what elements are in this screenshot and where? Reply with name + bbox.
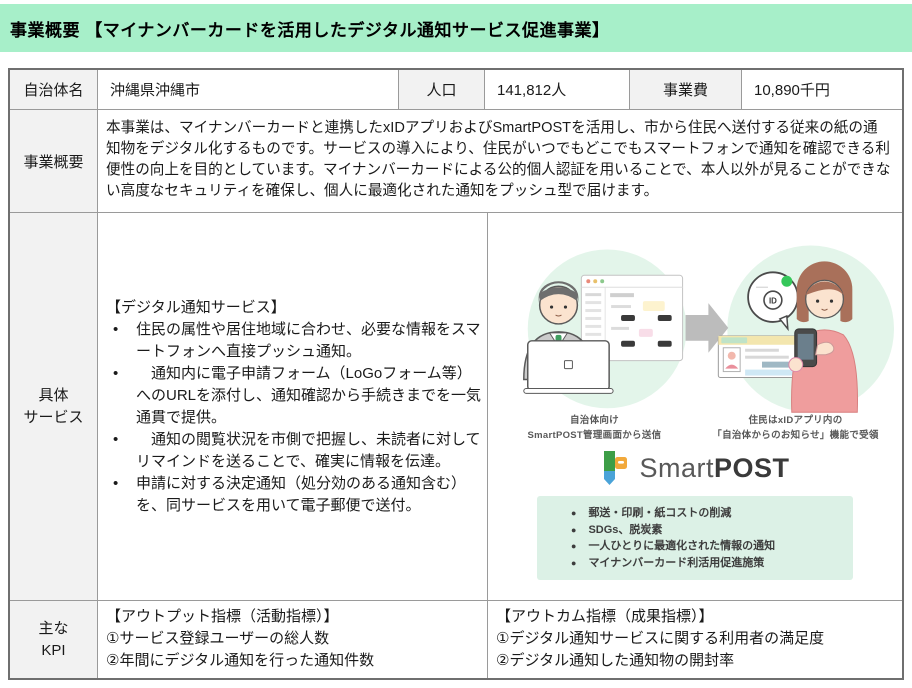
caption-sender: 自治体向け SmartPOST管理画面から送信 [527,415,662,442]
figure-cell: ID [487,213,902,600]
benefit-text: マイナンバーカード利活用促進施策 [588,556,765,569]
list-item: • 通知の閲覧状況を市側で把握し、未読者に対してリマインドを送ることで、確実に情… [106,429,481,473]
kpi-row: 主な KPI 【アウトプット指標（活動指標）】 ①サービス登録ユーザーの総人数 … [10,600,902,678]
budget-value: 10,890千円 [741,70,902,109]
caption-receiver: 住民はxIDアプリ内の 「自治体からのお知らせ」機能で受領 [712,415,879,442]
xid-app-label: ID [769,297,777,306]
bullet-text: 住民の属性や居住地域に合わせ、必要な情報をスマートフォンへ直接プッシュ通知。 [136,320,481,360]
bullet-text: 通知内に電子申請フォーム（LoGoフォーム等）へのURLを添付し、通知確認から手… [136,364,482,426]
smartpost-flag-icon [604,451,628,486]
bullet-icon: • [113,430,119,448]
municipality-value: 沖縄県沖縄市 [97,70,398,109]
services-text-cell: 【デジタル通知サービス】 • 住民の属性や居住地域に合わせ、必要な情報をスマート… [97,213,487,600]
bullet-text: 申請に対する決定通知（処分効のある通知含む）を、同サービスを用いて電子郵便で送付… [136,474,467,514]
resident-graphic [788,261,859,413]
list-item: • 通知内に電子申請フォーム（LoGoフォーム等）へのURLを添付し、通知確認か… [106,363,481,429]
budget-label: 事業費 [629,70,741,109]
figure-captions: 自治体向け SmartPOST管理画面から送信 住民はxIDアプリ内の 「自治体… [494,413,896,443]
population-label: 人口 [398,70,484,109]
admin-screen-graphic [580,274,684,362]
benefit-text: 郵送・印刷・紙コストの削減 [588,507,732,520]
benefits-box: ● 郵送・印刷・紙コストの削減 ● SDGs、脱炭素 ● 一人ひとりに最適化され… [537,496,853,581]
dot-icon: ● [571,557,577,568]
summary-table: 自治体名 沖縄県沖縄市 人口 141,812人 事業費 10,890千円 事業概… [8,68,904,680]
bullet-icon: • [113,364,119,382]
notification-dot-icon [781,275,793,287]
overview-text: 本事業は、マイナンバーカードと連携したxIDアプリおよびSmartPOSTを活用… [97,110,902,212]
kpi-output-cell: 【アウトプット指標（活動指標）】 ①サービス登録ユーザーの総人数 ②年間にデジタ… [97,601,487,678]
info-row: 自治体名 沖縄県沖縄市 人口 141,812人 事業費 10,890千円 [10,70,902,109]
benefit-text: SDGs、脱炭素 [588,523,663,536]
kpi-output-heading: 【アウトプット指標（活動指標）】 [106,608,339,625]
services-label: 具体 サービス [10,213,97,600]
list-item: ● 郵送・印刷・紙コストの削減 [571,505,847,522]
population-value: 141,812人 [484,70,629,109]
kpi-outcome-item: ②デジタル通知した通知物の開封率 [496,652,735,669]
list-item: • 申請に対する決定通知（処分効のある通知含む）を、同サービスを用いて電子郵便で… [106,473,481,517]
mynumber-card-graphic [717,335,809,379]
benefit-text: 一人ひとりに最適化された情報の通知 [588,540,776,553]
kpi-outcome-cell: 【アウトカム指標（成果指標）】 ①デジタル通知サービスに関する利用者の満足度 ②… [487,601,902,678]
list-item: ● マイナンバーカード利活用促進施策 [571,555,847,572]
municipal-staff-graphic [523,281,614,394]
services-row: 具体 サービス 【デジタル通知サービス】 • 住民の属性や居住地域に合わせ、必要… [10,212,902,600]
page-title: 事業概要 【マイナンバーカードを活用したデジタル通知サービス促進事業】 [10,20,610,40]
dot-icon: ● [571,524,577,535]
services-bullet-list: • 住民の属性や居住地域に合わせ、必要な情報をスマートフォンへ直接プッシュ通知。… [106,319,481,517]
list-item: ● SDGs、脱炭素 [571,522,847,539]
smartpost-logo: SmartPOST [494,450,896,486]
list-item: • 住民の属性や居住地域に合わせ、必要な情報をスマートフォンへ直接プッシュ通知。 [106,319,481,363]
list-item: ● 一人ひとりに最適化された情報の通知 [571,538,847,555]
municipality-label: 自治体名 [10,70,97,109]
dot-icon: ● [571,508,577,519]
page-title-bar: 事業概要 【マイナンバーカードを活用したデジタル通知サービス促進事業】 [0,4,912,52]
service-flow-illustration: ID [523,245,895,413]
overview-label: 事業概要 [10,110,97,212]
dot-icon: ● [571,541,577,552]
bullet-text: 通知の閲覧状況を市側で把握し、未読者に対してリマインドを送ることで、確実に情報を… [136,430,481,470]
logo-text-smart: Smart [639,452,714,483]
kpi-output-item: ①サービス登録ユーザーの総人数 [106,630,330,647]
logo-text-post: POST [714,452,790,483]
kpi-outcome-heading: 【アウトカム指標（成果指標）】 [496,608,714,625]
overview-row: 事業概要 本事業は、マイナンバーカードと連携したxIDアプリおよびSmartPO… [10,109,902,212]
kpi-label: 主な KPI [10,601,97,678]
kpi-outcome-item: ①デジタル通知サービスに関する利用者の満足度 [496,630,825,647]
services-heading: 【デジタル通知サービス】 [106,298,286,316]
bullet-icon: • [113,474,119,492]
kpi-output-item: ②年間にデジタル通知を行った通知件数 [106,652,375,669]
bullet-icon: • [113,320,119,338]
flow-arrow-icon [685,303,729,353]
